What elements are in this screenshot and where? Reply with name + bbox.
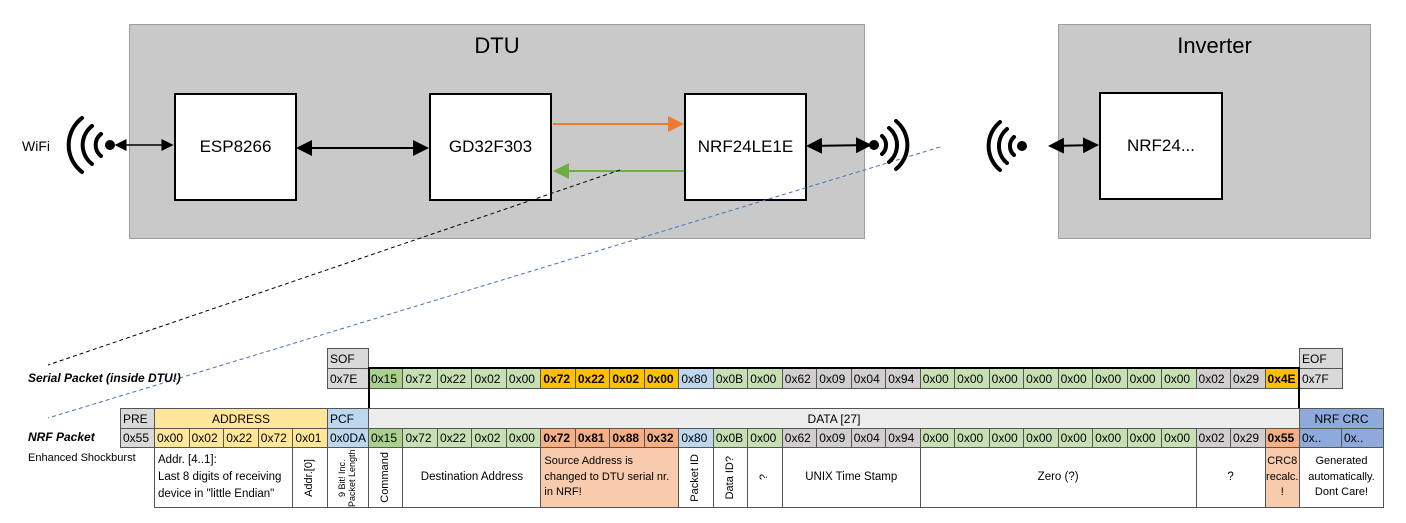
nrf-crc-header: NRF CRC	[1299, 408, 1384, 429]
address-byte: 0x01	[292, 428, 328, 448]
inverter-title: Inverter	[1177, 33, 1252, 58]
inverter-nrf-chip: NRF24...	[1099, 92, 1223, 200]
esp8266-chip: ESP8266	[174, 93, 297, 201]
pcf-desc: 9 Bit! Inc. Packet Length	[327, 447, 369, 508]
nrf-byte: 0x00	[1057, 428, 1094, 448]
unknown1-desc-text: ?	[758, 474, 771, 481]
nrf-byte: 0x00	[919, 428, 956, 448]
nrf-byte: 0x09	[816, 428, 852, 448]
nrf-byte: 0x94	[885, 428, 921, 448]
unknown1-desc: ?	[747, 447, 783, 508]
address-byte: 0x22	[223, 428, 259, 448]
nrf-byte: 0x00	[954, 428, 990, 448]
nrf-byte: 0x81	[574, 428, 611, 448]
nrf-byte: 0x00	[1092, 428, 1128, 448]
pcf-desc-text: 9 Bit! Inc. Packet Length	[337, 448, 357, 507]
pre-value: 0x55	[120, 428, 155, 448]
nrf-byte: 0x80	[678, 428, 714, 448]
nrf24le1e-chip: NRF24LE1E	[684, 93, 807, 201]
pcf-header: PCF	[327, 408, 369, 429]
timestamp-desc: UNIX Time Stamp	[781, 447, 921, 508]
serial-byte: 0x29	[1230, 368, 1266, 389]
nrf-crc-desc: Generated automatically. Dont Care!	[1299, 447, 1384, 508]
nrf-crc-byte: 0x..	[1299, 428, 1342, 448]
nrf-byte: 0x72	[402, 428, 438, 448]
serial-byte: 0x00	[1092, 368, 1128, 389]
address-header: ADDRESS	[154, 408, 328, 429]
data-id-desc: Data ID?	[712, 447, 749, 508]
data-id-desc-text: Data ID?	[723, 455, 736, 500]
nrf-byte: 0x72	[540, 428, 576, 448]
sof-header: SOF	[327, 348, 369, 369]
nrf-byte: 0x00	[505, 428, 542, 448]
serial-byte: 0x00	[919, 368, 956, 389]
zero-desc: Zero (?)	[919, 447, 1197, 508]
addr0-desc: Addr.[0]	[292, 447, 328, 508]
pcf-value: 0x0DA	[327, 428, 369, 448]
nrf-byte: 0x88	[609, 428, 645, 448]
nrf-byte: 0x02	[471, 428, 507, 448]
command-desc: Command	[368, 447, 404, 508]
serial-byte: 0x22	[574, 368, 611, 389]
source-desc: Source Address is changed to DTU serial …	[540, 447, 680, 508]
pre-header: PRE	[120, 408, 155, 429]
data-header: DATA [27]	[368, 408, 1300, 429]
serial-byte: 0x72	[402, 368, 438, 389]
nrf-crc-byte: 0x..	[1341, 428, 1384, 448]
command-desc-text: Command	[378, 452, 391, 503]
nrf-byte: 0x00	[1126, 428, 1163, 448]
unknown2-desc: ?	[1195, 447, 1266, 508]
nrf-byte: 0x00	[988, 428, 1025, 448]
nrf-byte: 0x55	[1264, 428, 1300, 448]
addr0-desc-text: Addr.[0]	[303, 458, 316, 497]
wifi-label: WiFi	[22, 138, 50, 154]
serial-packet-label: Serial Packet (inside DTU!)	[28, 371, 181, 385]
crc8-desc: CRC8 recalc. !	[1264, 447, 1300, 508]
addr41-line: Addr. [4..1]:	[158, 454, 217, 467]
enhanced-shockburst-label: Enhanced Shockburst	[28, 452, 136, 464]
serial-byte: 0x00	[988, 368, 1025, 389]
serial-byte: 0x02	[1195, 368, 1232, 389]
addr41-line: device in "little Endian"	[158, 487, 275, 500]
nrf-byte: 0x29	[1230, 428, 1266, 448]
dtu-title: DTU	[474, 33, 520, 58]
address-byte: 0x00	[154, 428, 190, 448]
nrf-packet-label: NRF Packet	[28, 430, 95, 444]
nrf-byte: 0x00	[747, 428, 783, 448]
serial-byte: 0x00	[1023, 368, 1059, 389]
nrf-byte: 0x0B	[712, 428, 749, 448]
eof-header: EOF	[1299, 348, 1343, 369]
nrf-byte: 0x32	[643, 428, 680, 448]
eof-value: 0x7F	[1299, 368, 1343, 389]
addr41-line: Last 8 digits of receiving	[158, 471, 282, 484]
gd32-chip: GD32F303	[429, 93, 552, 201]
nrf-byte: 0x04	[850, 428, 887, 448]
packet-id-desc-text: Packet ID	[689, 453, 702, 502]
packet-id-desc: Packet ID	[678, 447, 714, 508]
nrf-byte: 0x02	[1195, 428, 1232, 448]
address-byte: 0x02	[188, 428, 225, 448]
address-byte: 0x72	[257, 428, 294, 448]
nrf-byte: 0x22	[436, 428, 473, 448]
nrf-byte: 0x62	[781, 428, 818, 448]
sof-value: 0x7E	[327, 368, 369, 389]
nrf-byte: 0x00	[1023, 428, 1059, 448]
nrf-byte: 0x15	[368, 428, 404, 448]
nrf-byte: 0x00	[1161, 428, 1197, 448]
serial-frame-line	[368, 367, 1300, 408]
destination-desc: Destination Address	[402, 447, 542, 508]
serial-byte: 0x09	[816, 368, 852, 389]
serial-byte: 0x94	[885, 368, 921, 389]
serial-byte: 0x00	[954, 368, 990, 389]
serial-byte: 0x02	[609, 368, 645, 389]
addr41-desc: Addr. [4..1]: Last 8 digits of receiving d…	[154, 447, 293, 508]
